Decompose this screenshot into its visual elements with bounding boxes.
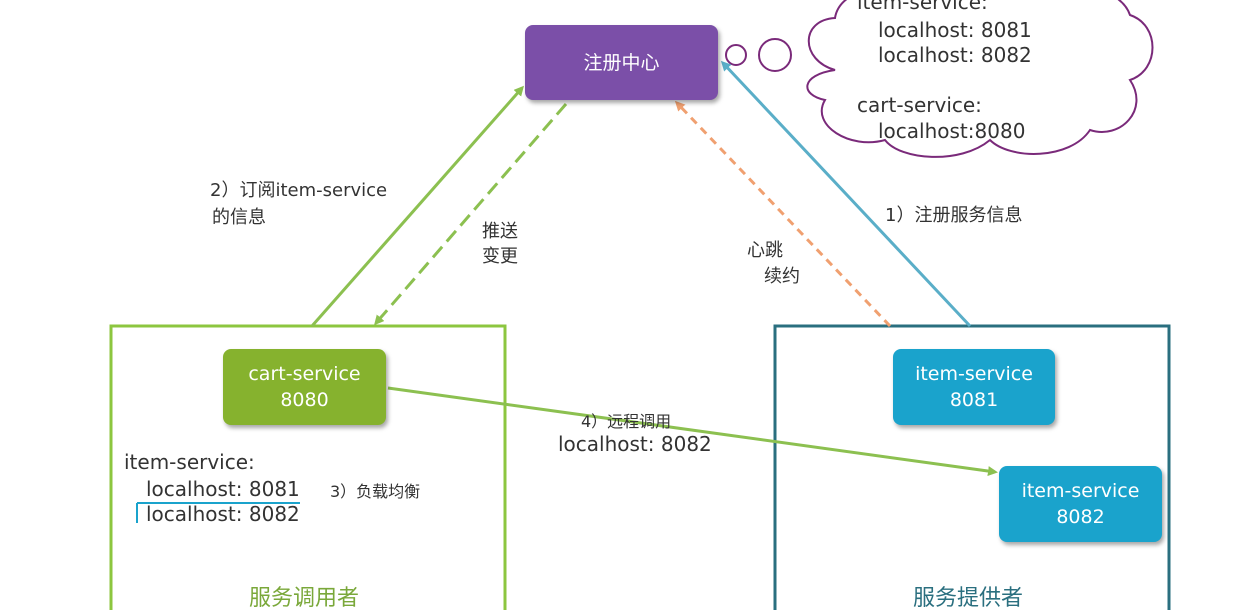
cloud-line-item-service: item-service:	[857, 0, 988, 14]
remote-call-arrow	[387, 386, 998, 476]
cart-service-port: 8080	[280, 389, 329, 411]
item-service-8081-port: 8081	[949, 389, 999, 411]
heartbeat-label-line1: 心跳	[747, 240, 783, 261]
registry-box: 注册中心	[525, 25, 718, 100]
cart-service-box: cart-service 8080	[223, 349, 386, 425]
consumer-caption: 服务调用者	[249, 586, 360, 611]
remote-call-label-line1: 4）远程调用	[581, 412, 672, 431]
subscribe-arrow	[310, 85, 524, 327]
push-label-line2: 变更	[482, 246, 518, 267]
register-label: 1）注册服务信息	[885, 205, 1023, 226]
push-label-line1: 推送	[482, 221, 518, 242]
cloud-line-cart-service: cart-service:	[857, 93, 982, 117]
item-service-8082-name: item-service	[1021, 480, 1140, 502]
thought-bubble-large	[758, 38, 792, 72]
provider-caption: 服务提供者	[913, 586, 1024, 611]
subscribe-label-line1: 2）订阅item-service	[210, 180, 388, 201]
heartbeat-arrow	[674, 100, 892, 328]
item-service-8081-name: item-service	[915, 363, 1033, 385]
cloud-line-8082: localhost: 8082	[878, 43, 1032, 67]
selected-item-bracket	[136, 502, 300, 523]
subscribe-label-line2: 的信息	[212, 207, 266, 228]
item-service-8081-box: item-service 8081	[893, 349, 1055, 425]
heartbeat-label-line2: 续约	[764, 266, 800, 287]
register-arrow	[720, 60, 972, 328]
item-service-8082-port: 8082	[1056, 506, 1105, 528]
item-service-8082-box: item-service 8082	[999, 466, 1162, 542]
load-balance-label: 3）负载均衡	[330, 482, 421, 501]
remote-call-label-line2: localhost: 8082	[558, 432, 712, 456]
cloud-line-8081: localhost: 8081	[878, 18, 1032, 42]
registry-label: 注册中心	[583, 51, 660, 74]
cart-service-name: cart-service	[248, 363, 361, 385]
cloud-line-8080: localhost:8080	[878, 119, 1026, 143]
cloud-shape	[806, 0, 1154, 158]
consumer-frame	[109, 324, 507, 610]
thought-bubble-small	[725, 44, 747, 66]
push-change-arrow	[374, 103, 568, 326]
provider-frame	[773, 324, 1171, 610]
consumer-list-item-8082: localhost: 8082	[146, 502, 300, 526]
consumer-list-title: item-service:	[124, 450, 255, 474]
consumer-list-item-8081: localhost: 8081	[146, 477, 300, 501]
